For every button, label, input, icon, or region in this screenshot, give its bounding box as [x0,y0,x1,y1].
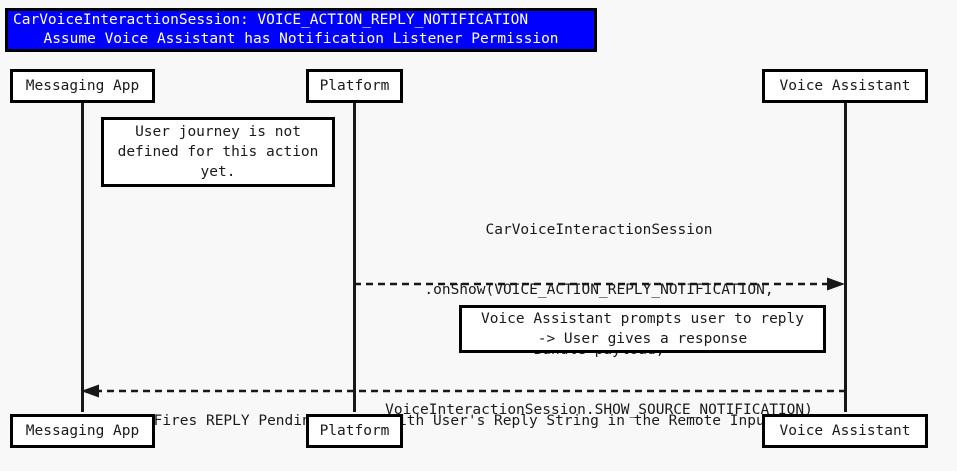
message-line-1: CarVoiceInteractionSession [485,222,713,238]
diagram-title-line-2: Assume Voice Assistant has Notification … [43,31,559,47]
note-user-journey: User journey is not defined for this act… [101,117,335,187]
arrow-head-left [81,384,99,398]
diagram-title-line-1: CarVoiceInteractionSession: VOICE_ACTION… [13,12,529,28]
note-line-1: User journey is not [135,124,301,140]
message-line-2: .onShow(VOICE_ACTION_REPLY_NOTIFICATION, [424,282,774,298]
note-assistant-prompt: Voice Assistant prompts user to reply ->… [459,305,826,353]
participant-label: Platform [319,78,390,94]
note-line-2: -> User gives a response [537,331,748,347]
message-arrow-reply-intent [81,384,845,398]
participant-label: Platform [319,423,390,439]
participant-label: Voice Assistant [779,423,911,439]
participant-platform-top[interactable]: Platform [306,69,403,103]
participant-messaging-app-top[interactable]: Messaging App [10,69,155,103]
participant-label: Messaging App [25,423,140,439]
message-arrow-onshow [354,277,845,291]
participant-label: Messaging App [25,78,140,94]
note-line-3: yet. [200,164,236,180]
participant-voice-assistant-bottom[interactable]: Voice Assistant [762,414,928,448]
arrow-head-right [827,277,845,291]
message-label-onshow: CarVoiceInteractionSession .onShow(VOICE… [353,180,845,460]
participant-platform-bottom[interactable]: Platform [306,414,403,448]
lifeline-voice-assistant [844,103,847,412]
lifeline-messaging-app [81,103,84,412]
participant-label: Voice Assistant [779,78,911,94]
message-label-reply-intent: Fires REPLY Pending Intent with User's R… [82,371,845,471]
note-line-1: Voice Assistant prompts user to reply [480,311,804,327]
message-line-1: Fires REPLY Pending Intent with User's R… [153,413,774,429]
participant-messaging-app-bottom[interactable]: Messaging App [10,414,155,448]
note-line-2: defined for this action [117,144,319,160]
lifeline-platform [353,103,356,412]
participant-voice-assistant-top[interactable]: Voice Assistant [762,69,928,103]
message-line-4: VoiceInteractionSession.SHOW_SOURCE_NOTI… [385,402,813,418]
diagram-title-box: CarVoiceInteractionSession: VOICE_ACTION… [5,8,597,52]
